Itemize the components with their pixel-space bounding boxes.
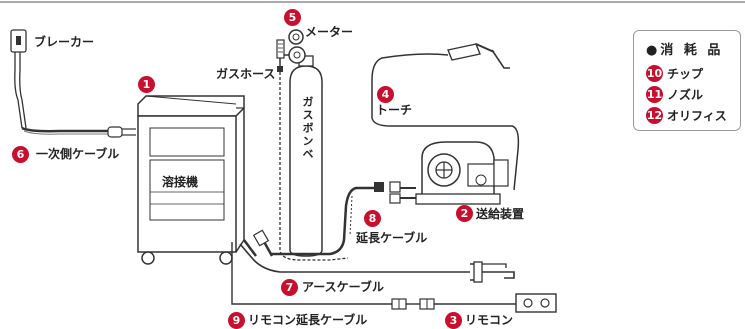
badge-9: 9 bbox=[228, 312, 245, 329]
earth-cable-label: アースケーブル bbox=[302, 280, 384, 294]
badge-3: 3 bbox=[445, 312, 462, 329]
breaker-icon bbox=[10, 29, 27, 129]
extension-cable-label: 延長ケーブル bbox=[356, 231, 428, 245]
meter-gauge bbox=[282, 29, 306, 64]
badge-2: 2 bbox=[456, 205, 473, 222]
meter-label: メーター bbox=[305, 25, 354, 39]
badge-11: 11 bbox=[646, 86, 663, 103]
remote-cable-line bbox=[231, 242, 516, 310]
legend-item-label: オリフィス bbox=[667, 109, 727, 123]
consumables-legend: ●消 耗 品 10 チップ 11 ノズル 12 オリフィス bbox=[633, 30, 741, 131]
welder-label: 溶接機 bbox=[162, 175, 199, 189]
wire-feeder bbox=[415, 141, 509, 205]
legend-item-orifice: 12 オリフィス bbox=[646, 105, 727, 124]
gas-cylinder-label: ガスボンベ bbox=[301, 96, 314, 161]
badge-1: 1 bbox=[138, 76, 155, 93]
torch-label: トーチ bbox=[376, 103, 413, 117]
extension-cable-line bbox=[252, 181, 416, 257]
badge-7: 7 bbox=[281, 279, 298, 296]
breaker-label: ブレーカー bbox=[34, 35, 95, 49]
remote-label: リモコン bbox=[465, 313, 514, 327]
badge-12: 12 bbox=[646, 107, 663, 124]
earth-cable-line bbox=[239, 239, 515, 283]
badge-4: 4 bbox=[377, 86, 394, 103]
gas-hose-label: ガスホース bbox=[216, 67, 276, 81]
badge-10: 10 bbox=[646, 65, 663, 82]
feeder-label: 送給装置 bbox=[476, 207, 525, 221]
badge-5: 5 bbox=[284, 9, 301, 26]
primary-cable-line bbox=[21, 126, 136, 138]
remote-control bbox=[515, 293, 557, 313]
remote-ext-cable-label: リモコン延長ケーブル bbox=[248, 313, 368, 327]
badge-8: 8 bbox=[364, 210, 381, 227]
torch-icon bbox=[371, 43, 520, 191]
legend-item-tip: 10 チップ bbox=[646, 63, 704, 82]
legend-item-label: チップ bbox=[667, 67, 704, 81]
legend-title: ●消 耗 品 bbox=[646, 43, 724, 58]
legend-item-label: ノズル bbox=[667, 88, 704, 102]
legend-item-nozzle: 11 ノズル bbox=[646, 84, 704, 103]
welder-machine bbox=[137, 95, 245, 265]
primary-cable-label: 一次側ケーブル bbox=[36, 147, 120, 161]
badge-6: 6 bbox=[12, 146, 29, 163]
gas-hose-line bbox=[276, 39, 349, 261]
